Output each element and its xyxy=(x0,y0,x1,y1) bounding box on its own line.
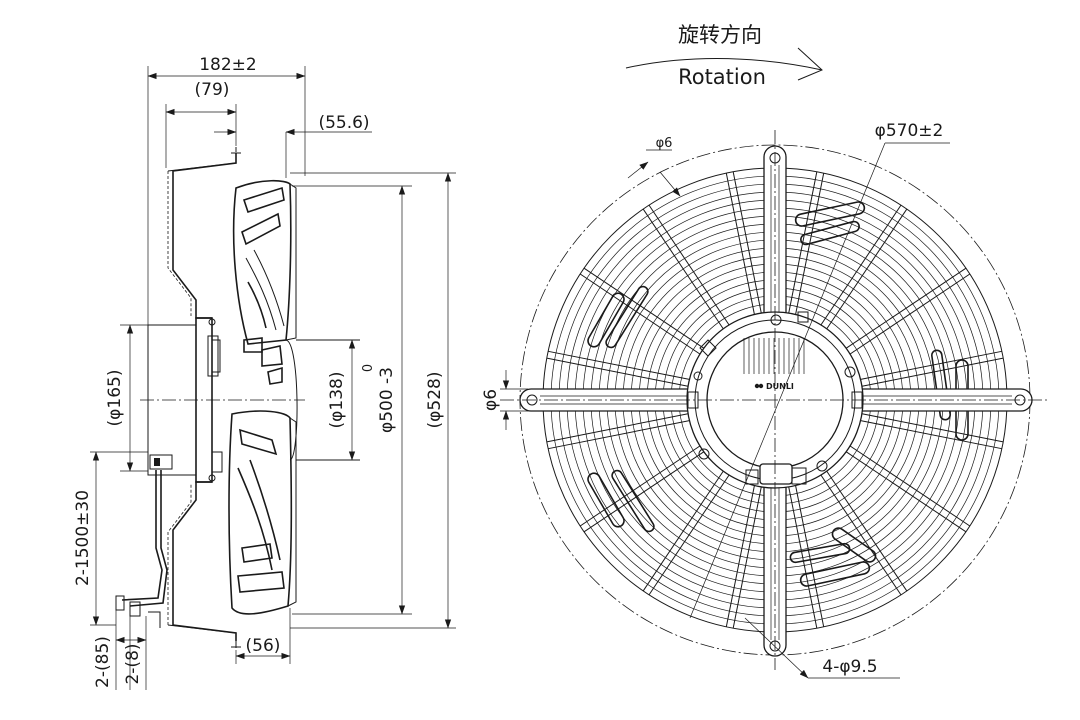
dim-guard-diameter: φ570±2 xyxy=(875,121,944,141)
dim-cable-strip: 2-(85) xyxy=(93,636,113,688)
motor-cooling-fins xyxy=(743,338,805,374)
dim-impeller-diameter: φ500 -3 xyxy=(377,367,397,433)
side-view: 182±2 (79) (55.6) (φ165) (φ138) 0 φ500 -… xyxy=(73,55,456,690)
side-cable xyxy=(115,470,168,628)
side-hub xyxy=(285,339,360,461)
dim-mount-offset: (56) xyxy=(246,636,281,656)
rotation-arc xyxy=(625,58,823,71)
side-blades-upper xyxy=(232,179,292,385)
guard-strut xyxy=(642,204,730,330)
rotation-label-en: Rotation xyxy=(678,65,766,89)
dim-wire-diameter-b: φ6 xyxy=(481,389,501,411)
brand-logo-text: DUNLI xyxy=(766,382,794,391)
guard-strut xyxy=(860,413,1004,450)
guard-struts xyxy=(546,171,1004,629)
guard-strut xyxy=(725,171,762,315)
dim-mount-holes: 4-φ9.5 xyxy=(822,657,877,677)
side-housing-outline xyxy=(167,147,241,648)
front-view: DUNLI φ570±2 φ6 φ6 4-φ9.5 xyxy=(481,121,1050,679)
side-extension-lines xyxy=(90,66,456,690)
dim-hub-diameter: (φ138) xyxy=(327,372,347,429)
guard-strut xyxy=(579,267,705,355)
guard-strut xyxy=(788,171,825,315)
dim-overall-depth: 182±2 xyxy=(199,55,257,75)
dim-cable-end: 2-(8) xyxy=(123,643,143,684)
rotation-indicator: 旋转方向 Rotation xyxy=(625,23,823,89)
guard-strut xyxy=(845,445,971,533)
guard-strut xyxy=(579,445,705,533)
guard-strut xyxy=(725,485,762,629)
dim-guard-offset: (55.6) xyxy=(318,113,369,133)
blade-slots xyxy=(587,201,969,587)
dim-wire-diameter-a: φ6 xyxy=(656,136,673,151)
guard-strut xyxy=(546,350,690,387)
dim-cable-length: 2-1500±30 xyxy=(73,490,93,586)
dim-motor-flange: (φ165) xyxy=(105,370,125,427)
guard-strut xyxy=(820,470,908,596)
dim-hub-depth: (79) xyxy=(195,80,230,100)
guard-strut xyxy=(788,485,825,629)
side-blades-lower xyxy=(228,183,297,615)
guard-strut xyxy=(546,413,690,450)
front-leader-lines xyxy=(500,142,950,679)
rotation-arrow-icon xyxy=(797,47,823,81)
guard-strut xyxy=(845,267,971,355)
dim-outer-diameter: (φ528) xyxy=(425,372,445,429)
rotation-label-cn: 旋转方向 xyxy=(678,23,762,47)
side-dimension-lines xyxy=(92,72,452,660)
guard-strut xyxy=(860,350,1004,387)
guard-strut xyxy=(820,204,908,330)
dim-impeller-tol-top: 0 xyxy=(361,364,376,372)
guard-strut xyxy=(642,470,730,596)
